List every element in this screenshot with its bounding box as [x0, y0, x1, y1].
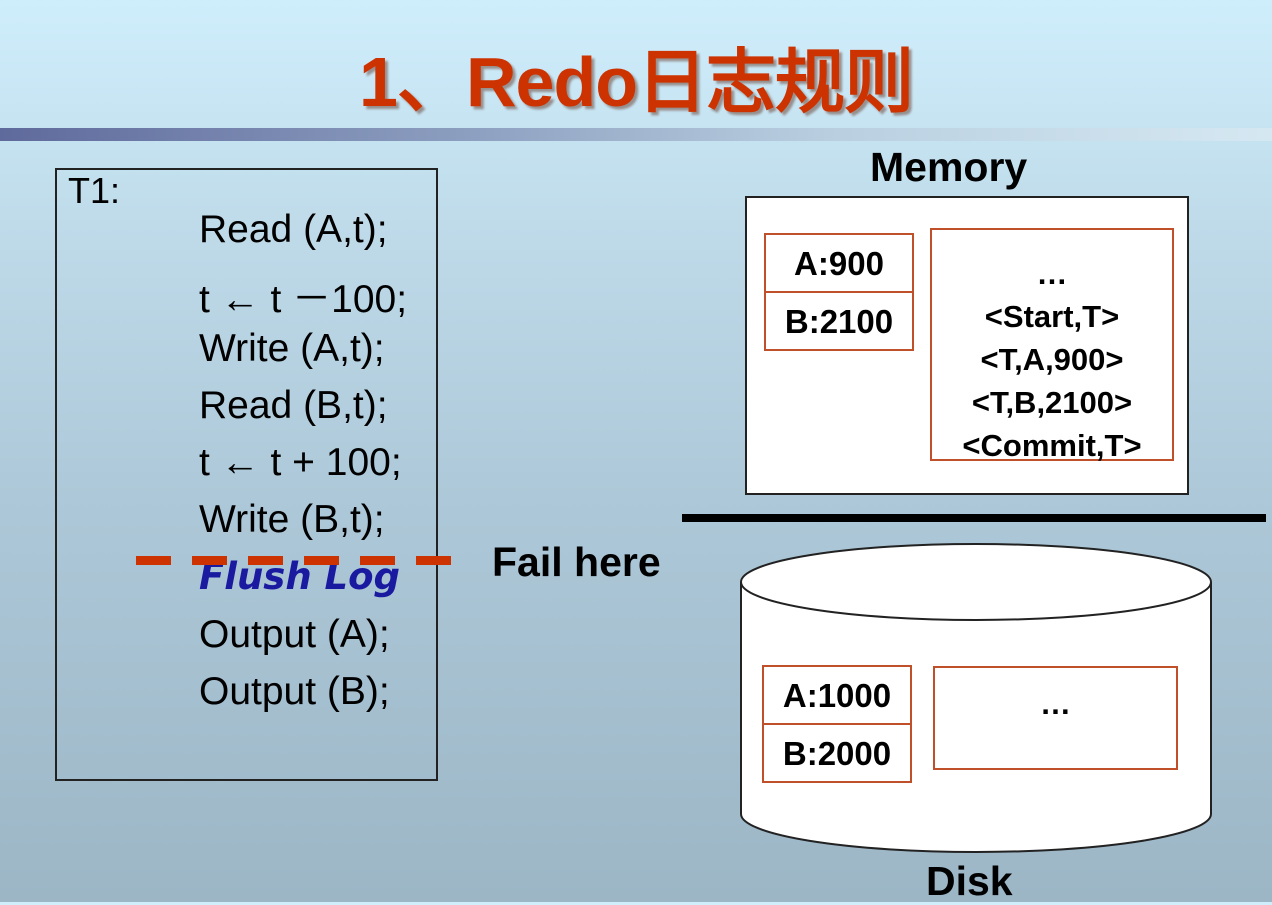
memory-log-entry: <Start,T> [984, 299, 1120, 334]
memory-label: Memory [870, 144, 1028, 190]
code-line-output-b: Output (B); [199, 670, 390, 713]
title-underline-bar [0, 128, 1272, 141]
code-line-read-b: Read (B,t); [199, 384, 388, 427]
memory-log-entry: <T,A,900> [980, 342, 1124, 377]
transaction-code-box [55, 168, 438, 781]
code-line-write-b: Write (B,t); [199, 498, 385, 541]
code-line-add: t ← t + 100; [199, 441, 402, 484]
disk-log-ellipsis: … [1040, 686, 1071, 721]
fail-point-dashed-line [136, 556, 458, 565]
disk-cylinder-icon [740, 543, 1212, 853]
disk-cell-a: A:1000 [762, 665, 912, 725]
disk-label: Disk [926, 858, 1013, 904]
transaction-label: T1: [68, 170, 121, 211]
memory-log-ellipsis: … [1036, 256, 1068, 291]
memory-log-buffer: … <Start,T> <T,A,900> <T,B,2100> <Commit… [930, 228, 1174, 463]
memory-log-entry: <Commit,T> [962, 428, 1142, 463]
slide-title: 1、Redo日志规则 [359, 43, 914, 121]
code-line-output-a: Output (A); [199, 613, 390, 656]
code-line-read-a: Read (A,t); [199, 208, 388, 251]
fail-here-label: Fail here [492, 539, 661, 585]
memory-disk-divider [682, 514, 1266, 522]
disk-log: … [933, 666, 1178, 770]
memory-log-entry: <T,B,2100> [971, 385, 1133, 420]
disk-cell-b: B:2000 [762, 723, 912, 783]
code-line-subtract: t ← t －100; [199, 278, 408, 321]
memory-box [745, 196, 1189, 495]
memory-cell-b: B:2100 [764, 291, 914, 351]
memory-cell-a: A:900 [764, 233, 914, 293]
code-line-write-a: Write (A,t); [199, 327, 385, 370]
